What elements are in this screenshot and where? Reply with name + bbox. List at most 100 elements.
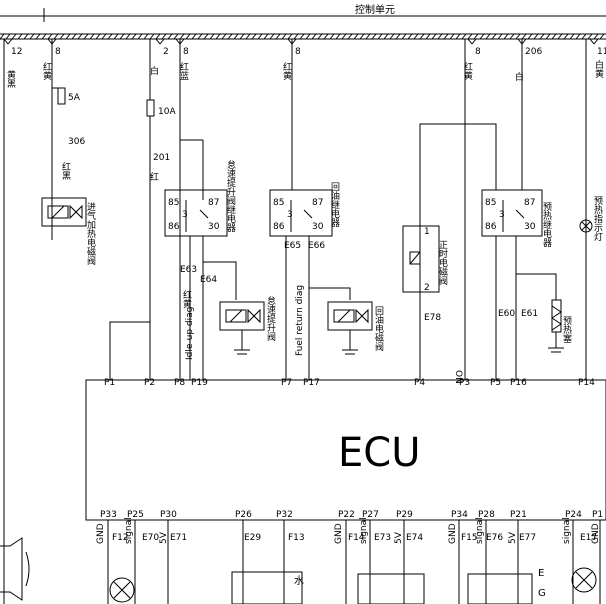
ecu-bottom-tag: signal xyxy=(475,517,485,544)
sensor-3 xyxy=(467,573,533,604)
wire-201-color: 红 xyxy=(148,171,159,181)
top-wire-label: 2 xyxy=(163,47,169,57)
water-temp-sensor: 水 xyxy=(231,571,304,604)
wire-p1 xyxy=(109,321,150,380)
top-wire-label: 206 xyxy=(525,47,542,57)
top-wire-label: 11 xyxy=(597,47,606,57)
ecu-bottom-pin: P33 xyxy=(100,510,117,520)
g-letter: G xyxy=(538,588,546,599)
wire-12-color: 黄黑 xyxy=(5,69,16,89)
ecu-bottom-tag: GND xyxy=(591,523,601,544)
top-wire-label: 8 xyxy=(295,47,301,57)
conn-e64: E64 xyxy=(200,275,217,285)
top-wire-label: 8 xyxy=(183,47,189,57)
svg-text:30: 30 xyxy=(208,222,220,232)
ecu-bottom-tag: 5V xyxy=(508,531,518,544)
svg-text:3: 3 xyxy=(182,210,188,220)
ecu-bottom-pin: P32 xyxy=(276,510,293,520)
ecu-label: ECU xyxy=(338,430,420,476)
fuse-10a-label: 10A xyxy=(158,107,176,117)
ecu-bottom-pin: P21 xyxy=(510,510,527,520)
svg-text:1: 1 xyxy=(424,227,430,237)
ecu-bottom-pin: P25 xyxy=(127,510,144,520)
ecu-top-pin: P14 xyxy=(578,378,595,388)
conn-e78: E78 xyxy=(424,313,441,323)
ecu-bottom-pin: P1 xyxy=(592,510,603,520)
conn-e63: E63 xyxy=(180,265,197,275)
conn-e60: E60 xyxy=(498,309,515,319)
ecu-top-pin: P3 xyxy=(459,378,470,388)
ecu-bottom-pin: P30 xyxy=(160,510,177,520)
ecu-bottom-wire: E77 xyxy=(519,533,536,543)
svg-text:30: 30 xyxy=(524,222,536,232)
relay-preheat: 85 87 86 30 3 xyxy=(481,189,543,237)
sensor-4 xyxy=(571,567,597,593)
wire-306-label: 306 xyxy=(68,137,85,147)
preheat-lamp-label: 预热指示灯 xyxy=(592,196,603,242)
conn-e65: E65 xyxy=(284,241,301,251)
idle-up-diag-label: Idle-up diag xyxy=(185,307,195,360)
timing-solenoid: 1 2 xyxy=(402,225,440,293)
fuse-10a xyxy=(146,99,155,117)
wire-8-b-color: 红蓝 xyxy=(178,61,189,80)
ecu-bottom-pin: P24 xyxy=(565,510,582,520)
glow-plug xyxy=(548,299,564,353)
wire-206-color: 白 xyxy=(513,71,523,81)
conn-e61: E61 xyxy=(521,309,538,319)
sensor-1 xyxy=(109,577,135,603)
glow-plug-label: 预热塞 xyxy=(561,316,572,343)
ecu-bottom-tag: GND xyxy=(96,523,106,544)
relay-fuel-return-label: 回油继电器 xyxy=(329,182,340,227)
ecu-top-pin: P16 xyxy=(510,378,527,388)
wire-306-color: 红黑 xyxy=(60,161,71,181)
wire-8-left-color: 红黄 xyxy=(41,61,52,81)
svg-text:2: 2 xyxy=(424,283,430,293)
svg-text:85: 85 xyxy=(485,198,496,208)
ecu-bottom-pin: P34 xyxy=(451,510,468,520)
water-label: 水 xyxy=(294,575,304,587)
fuse-5a-label: 5A xyxy=(68,93,81,103)
ecu-bottom-tag: signal xyxy=(124,517,134,544)
relay-fuel-return: 85 87 86 30 3 xyxy=(269,189,333,237)
svg-text:30: 30 xyxy=(312,222,324,232)
fuel-return-valve-label: 回油电磁阀 xyxy=(373,306,384,352)
wire-8-on-color: 红黄 xyxy=(462,61,473,81)
on-label: ON xyxy=(453,370,463,384)
ecu-bottom-pin: P22 xyxy=(338,510,355,520)
ecu-bottom-wire: E76 xyxy=(486,533,503,543)
timing-solenoid-label: 正时电磁阀 xyxy=(437,240,448,286)
ecu-bottom-wire: F13 xyxy=(288,533,305,543)
svg-text:86: 86 xyxy=(168,222,180,232)
ecu-bottom-wire: E73 xyxy=(374,533,391,543)
e-letter: E xyxy=(538,568,544,579)
power-bus xyxy=(0,33,606,40)
ecu-box: ECU xyxy=(85,379,606,521)
ecu-bottom-wire: F15 xyxy=(461,533,478,543)
wire-11-color: 白黄 xyxy=(593,59,604,79)
ecu-bottom-pin: P29 xyxy=(396,510,413,520)
svg-text:87: 87 xyxy=(312,198,323,208)
ecu-top-pin: P2 xyxy=(144,378,155,388)
ecu-top-pin: P8 xyxy=(174,378,185,388)
ecu-bottom-wire: E70 xyxy=(142,533,159,543)
fuel-return-valve xyxy=(327,301,373,355)
ecu-bottom-wire: E17 xyxy=(580,533,597,543)
relay-preheat-label: 预热继电器 xyxy=(541,202,552,247)
svg-text:86: 86 xyxy=(485,222,497,232)
horn-icon xyxy=(0,537,30,601)
ecu-bottom-wire: F14 xyxy=(348,533,365,543)
header-title: 控制单元 xyxy=(355,3,395,16)
ecu-bottom-tag: signal xyxy=(359,517,369,544)
svg-text:87: 87 xyxy=(524,198,535,208)
idle-up-valve xyxy=(219,301,265,355)
ecu-bottom-tag: signal xyxy=(562,517,572,544)
ecu-bottom-tag: GND xyxy=(334,523,344,544)
fuse-5a xyxy=(57,87,66,105)
intake-heater-valve xyxy=(41,197,87,227)
